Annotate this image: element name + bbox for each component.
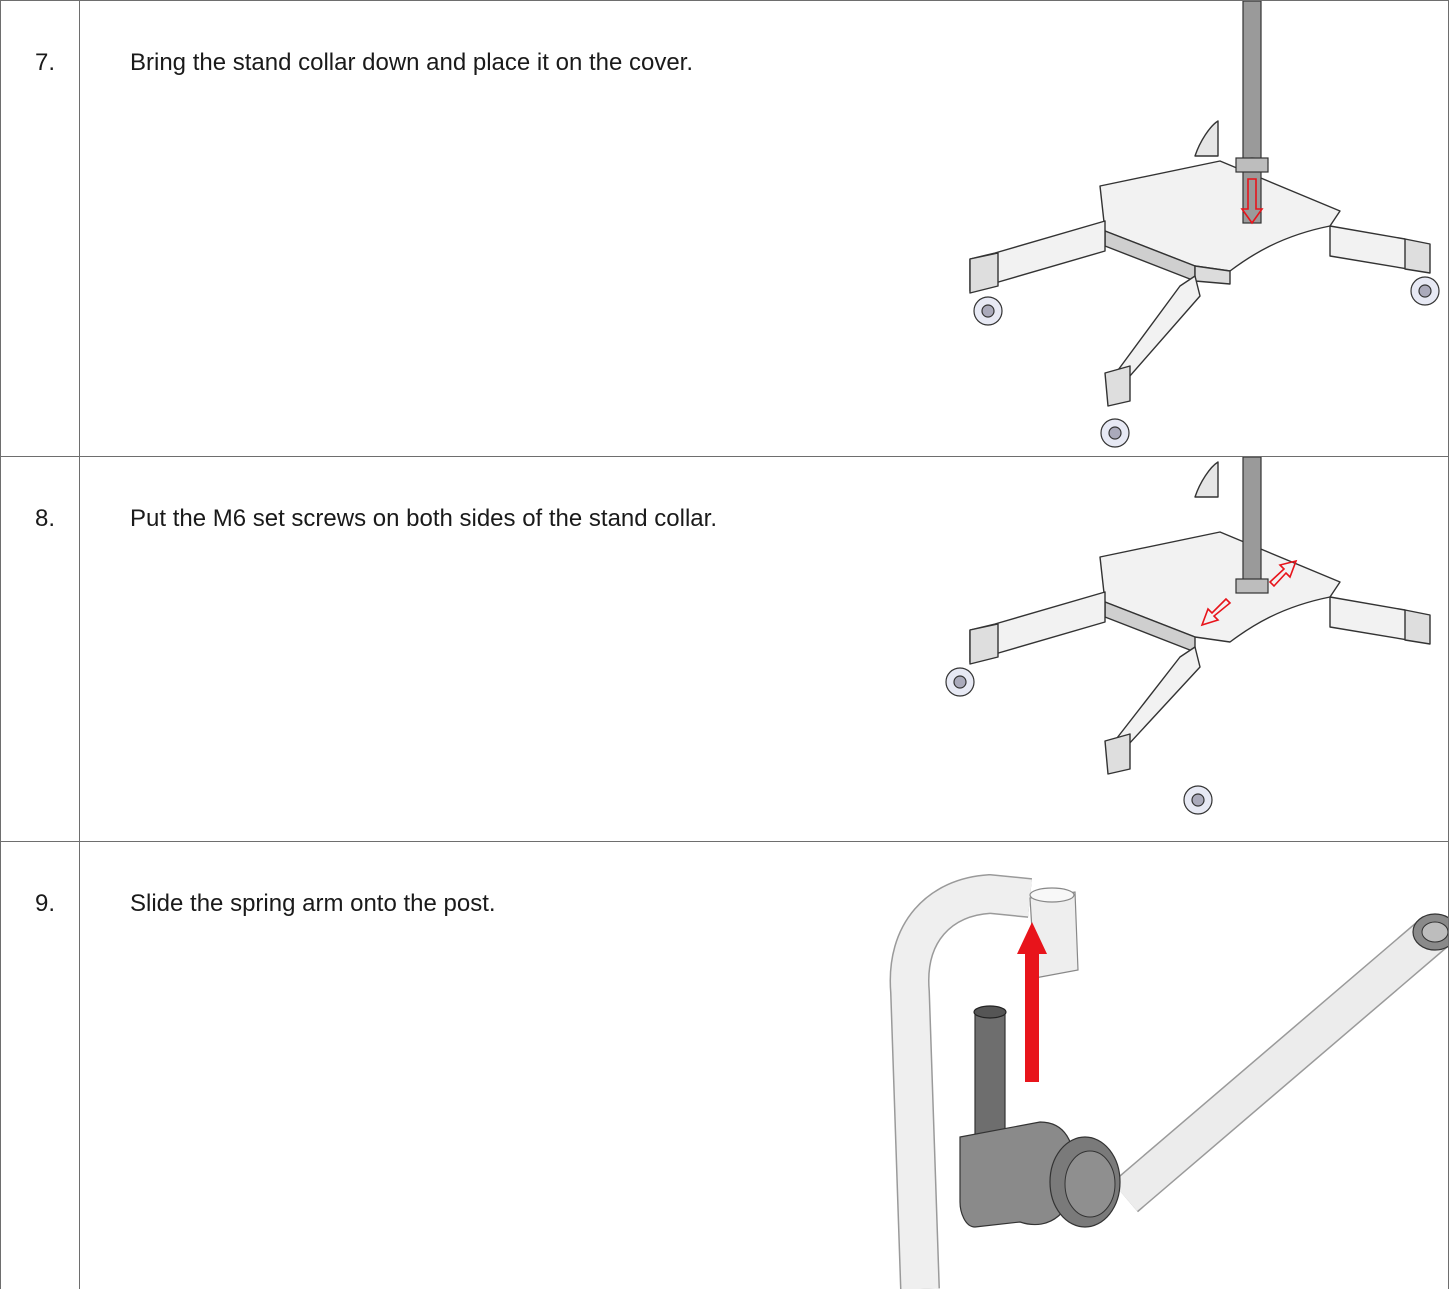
step-body-cell: Bring the stand collar down and place it… <box>80 1 1449 457</box>
step-body-cell: Put the M6 set screws on both sides of t… <box>80 457 1449 842</box>
step-number: 9. <box>1 842 79 920</box>
step-instruction: Bring the stand collar down and place it… <box>130 47 770 78</box>
stand-collar-down-illustration <box>850 1 1449 456</box>
step-row-7: 7. Bring the stand collar down and place… <box>1 1 1449 457</box>
up-arrow-icon <box>1017 922 1047 1082</box>
spring-arm-illustration <box>880 842 1448 1289</box>
step-number-cell: 7. <box>1 1 80 457</box>
step-instruction: Put the M6 set screws on both sides of t… <box>130 503 770 534</box>
step-row-8: 8. Put the M6 set screws on both sides o… <box>1 457 1449 842</box>
step-number: 8. <box>1 457 79 535</box>
step-instruction: Slide the spring arm onto the post. <box>130 888 770 919</box>
step-number-cell: 9. <box>1 842 80 1289</box>
set-screws-illustration <box>850 457 1449 841</box>
step-body-cell: Slide the spring arm onto the post. <box>80 842 1449 1289</box>
step-number-cell: 8. <box>1 457 80 842</box>
step-row-9: 9. Slide the spring arm onto the post. <box>1 842 1449 1289</box>
step-number: 7. <box>1 1 79 79</box>
